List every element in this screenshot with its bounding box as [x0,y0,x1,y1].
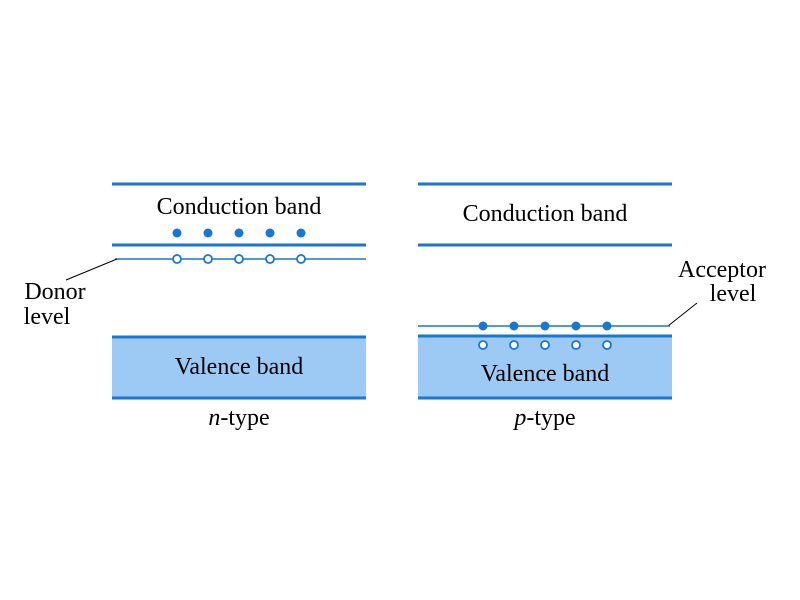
p-type-panel: Conduction band Acceptor level Valence b… [418,182,766,431]
n-caption-rest: -type [220,405,269,431]
n-caption-italic: n [208,405,220,431]
n-electron [265,228,275,238]
n-conduction-band-label: Conduction band [157,194,322,220]
p-caption-rest: -type [526,405,575,431]
n-hole [234,254,244,264]
n-electron [296,228,306,238]
donor-label-line1: Donor [24,279,85,305]
n-electron [172,228,182,238]
n-electron-row [172,228,306,238]
donor-label-line2: level [24,304,71,330]
n-hole-row [172,254,306,264]
p-conduction-band-label: Conduction band [463,201,628,227]
acceptor-label-line1: Acceptor [678,257,766,283]
p-hole [571,340,581,350]
n-hole [296,254,306,264]
p-hole [509,340,519,350]
p-type-caption: p-type [512,405,575,431]
n-type-caption: n-type [208,405,269,431]
p-electron [602,321,612,331]
p-electron [509,321,519,331]
p-electron-row [478,321,612,331]
p-hole [540,340,550,350]
p-caption-italic: p [512,405,526,431]
p-hole [478,340,488,350]
p-electron [571,321,581,331]
donor-leader-line [65,258,118,281]
n-type-panel: Conduction band Donor level Valence band… [24,182,366,431]
p-valence-band-label: Valence band [481,361,610,387]
n-hole [172,254,182,264]
n-electron [234,228,244,238]
acceptor-label-line2: level [710,281,757,307]
acceptor-leader-line [667,302,698,327]
p-hole-row [478,340,612,350]
n-hole [203,254,213,264]
p-hole [602,340,612,350]
n-hole [265,254,275,264]
n-electron [203,228,213,238]
p-electron [478,321,488,331]
n-valence-band-label: Valence band [175,354,304,380]
n-valence-band [112,337,366,398]
p-electron [540,321,550,331]
